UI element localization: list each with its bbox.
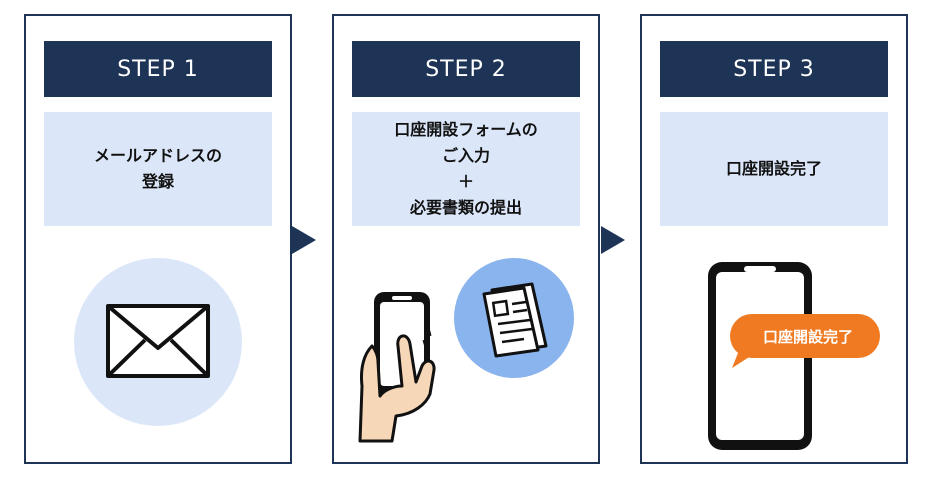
step-2-line-1: 口座開設フォームの xyxy=(394,120,538,139)
step-3-line-1: 口座開設完了 xyxy=(725,159,822,178)
step-1-line-1: メールアドレスの xyxy=(93,146,222,165)
step-1-line-2: 登録 xyxy=(141,172,174,191)
step-2-description: 口座開設フォームの ご入力 ＋ 必要書類の提出 xyxy=(352,112,580,226)
step-1-card: STEP 1 メールアドレスの 登録 xyxy=(24,14,292,464)
document-icon xyxy=(482,282,548,358)
smartphone-document-icon xyxy=(358,258,574,443)
step-3-title: STEP 3 xyxy=(660,41,888,97)
bubble-text: 口座開設完了 xyxy=(763,328,853,346)
envelope-icon xyxy=(74,258,242,426)
arrow-right-icon xyxy=(292,226,316,254)
arrow-right-icon xyxy=(601,226,625,254)
smartphone-complete-icon: 口座開設完了 xyxy=(708,262,880,450)
step-2-card: STEP 2 口座開設フォームの ご入力 ＋ 必要書類の提出 xyxy=(332,14,600,464)
step-2-line-2: ご入力 xyxy=(441,146,490,165)
step-2-title: STEP 2 xyxy=(352,41,580,97)
step-2-line-3: ＋ xyxy=(457,172,474,191)
step-1-title: STEP 1 xyxy=(44,41,272,97)
step-3-description: 口座開設完了 xyxy=(660,112,888,226)
step-3-card: STEP 3 口座開設完了 口座開設完了 xyxy=(640,14,908,464)
hand-icon xyxy=(358,319,436,443)
step-2-line-4: 必要書類の提出 xyxy=(409,198,522,217)
speech-bubble: 口座開設完了 xyxy=(730,314,880,368)
step-1-description: メールアドレスの 登録 xyxy=(44,112,272,226)
